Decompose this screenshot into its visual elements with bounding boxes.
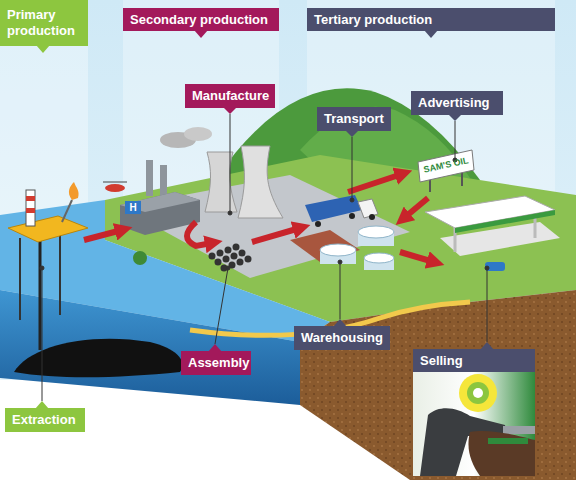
cooling-tower <box>238 146 283 218</box>
callout-text: Selling <box>420 353 463 369</box>
callout-text: Warehousing <box>301 330 383 346</box>
storage-tanks <box>320 226 394 270</box>
rig-leg <box>19 238 21 320</box>
factory <box>120 127 283 235</box>
process-callout: Advertising <box>411 91 503 115</box>
chimney <box>146 160 153 196</box>
rotor <box>103 182 127 183</box>
soil <box>300 290 576 480</box>
process-callout: Assembly <box>181 351 251 375</box>
selling-photo <box>413 372 535 476</box>
drill-pipe <box>39 240 42 350</box>
steam <box>184 127 212 141</box>
car <box>485 262 505 271</box>
petrol-station <box>425 196 560 271</box>
stage-banner: Primary production <box>0 0 88 46</box>
process-callout: Extraction <box>5 408 85 432</box>
stage-banner: Secondary production <box>123 8 279 31</box>
derrick-stripe <box>26 208 35 213</box>
leader-lines <box>40 114 489 401</box>
roof-pad <box>125 201 141 214</box>
hand <box>468 431 535 476</box>
billboard <box>418 150 474 192</box>
stage-banner: Tertiary production <box>307 8 555 31</box>
helicopter <box>105 184 125 192</box>
oil-rig <box>8 182 127 350</box>
callout-text: Assembly <box>188 355 249 371</box>
handle <box>488 438 528 444</box>
callout-text: Primary production <box>7 7 81 39</box>
logo <box>467 382 489 404</box>
derrick-stripe <box>26 196 35 201</box>
sign-board <box>418 150 474 182</box>
callout-text: Advertising <box>418 95 490 111</box>
logo <box>459 374 497 412</box>
flow-arrows <box>84 174 434 262</box>
callout-text: Manufacture <box>192 88 269 104</box>
logo <box>473 388 483 398</box>
tank <box>305 195 362 222</box>
cab <box>358 199 378 218</box>
process-callout: Selling <box>413 349 535 372</box>
chimney <box>160 165 167 197</box>
spout <box>503 426 535 434</box>
callout-text: Transport <box>324 111 384 127</box>
callout-text: Extraction <box>12 412 76 428</box>
tanker-truck <box>305 195 378 227</box>
flare-boom <box>62 200 72 222</box>
flare <box>69 182 79 200</box>
canopy-stripe <box>455 210 555 233</box>
process-callout: Manufacture <box>185 84 275 108</box>
callout-text: Secondary production <box>130 12 268 28</box>
photo-bg <box>413 372 535 476</box>
tree <box>133 251 147 265</box>
cooling-tower <box>205 152 237 212</box>
landscape <box>0 88 576 480</box>
sea-section <box>0 290 300 405</box>
callout-text: Tertiary production <box>314 12 432 28</box>
rig-leg <box>59 232 61 315</box>
rig-deck <box>8 216 88 242</box>
process-callout: Transport <box>317 107 391 131</box>
derrick <box>26 190 35 226</box>
roof-letter: H <box>125 201 141 214</box>
assembly-units <box>209 244 252 272</box>
process-callout: Warehousing <box>294 326 390 350</box>
